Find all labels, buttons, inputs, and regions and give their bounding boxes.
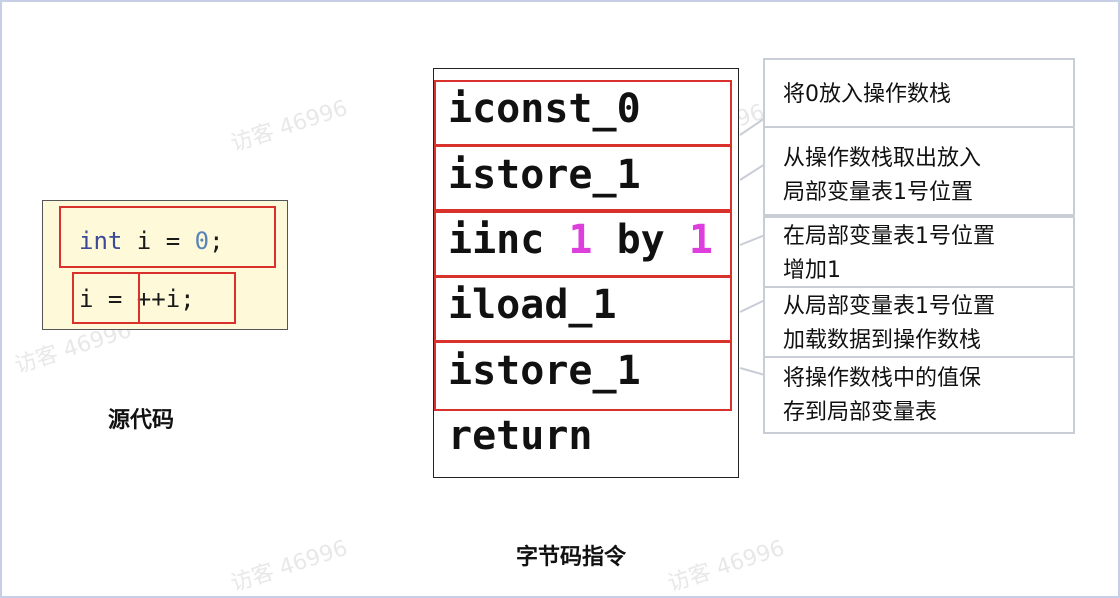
highlight-int-i-0: [59, 206, 276, 268]
highlight-row-3: [434, 211, 732, 277]
highlight-row-2: [434, 145, 732, 211]
instruction-iconst-0: iconst_0: [448, 86, 641, 132]
note-istore-1-final: 将操作数栈中的值保 存到局部变量表: [763, 356, 1075, 434]
code-line-1: int i = 0;: [79, 227, 224, 255]
code-text: ;: [209, 227, 224, 255]
instruction-iinc: iinc 1 by 1: [448, 220, 713, 260]
code-line-2: i = ++i;: [79, 285, 195, 313]
note-iload-1: 从局部变量表1号位置 加载数据到操作数栈: [763, 286, 1075, 358]
source-code-box: int i = 0; i = ++i;: [42, 200, 288, 330]
highlight-row-1: [434, 80, 732, 146]
code-text: ++i;: [136, 285, 195, 313]
note-istore-1: 从操作数栈取出放入 局部变量表1号位置: [763, 126, 1075, 216]
instruction-istore-1: istore_1: [448, 152, 641, 198]
instr-text: by: [592, 217, 689, 263]
note-line: 在局部变量表1号位置: [783, 224, 995, 249]
source-code-caption: 源代码: [108, 408, 175, 433]
note-line: 局部变量表1号位置: [783, 180, 973, 205]
highlight-i-assign: [72, 272, 140, 324]
note-line: 加载数据到操作数栈: [783, 328, 982, 353]
instruction-istore-1: istore_1: [448, 348, 641, 394]
instruction-iload-1: iload_1: [448, 282, 617, 328]
highlight-pre-increment: [138, 272, 236, 324]
highlight-row-4: [434, 276, 732, 342]
note-iconst-0: 将0放入操作数栈: [763, 58, 1075, 128]
note-line: 从操作数栈取出放入: [783, 146, 982, 171]
instr-operand: 1: [568, 217, 593, 263]
code-text: i =: [79, 285, 137, 313]
instr-operand: 1: [688, 217, 713, 263]
note-line: 将操作数栈中的值保: [783, 366, 982, 391]
note-line: 从局部变量表1号位置: [783, 294, 995, 319]
instr-text: iinc: [448, 217, 569, 263]
instruction-return: return: [448, 413, 593, 459]
note-line: 将0放入操作数栈: [783, 82, 951, 107]
code-number: 0: [194, 227, 210, 255]
note-line: 增加1: [783, 258, 841, 283]
code-keyword: int: [79, 227, 123, 255]
note-line: 存到局部变量表: [783, 400, 938, 425]
note-iinc: 在局部变量表1号位置 增加1: [763, 216, 1075, 288]
highlight-row-5: [434, 341, 732, 411]
code-text: i =: [122, 227, 195, 255]
bytecode-caption: 字节码指令: [516, 545, 627, 570]
